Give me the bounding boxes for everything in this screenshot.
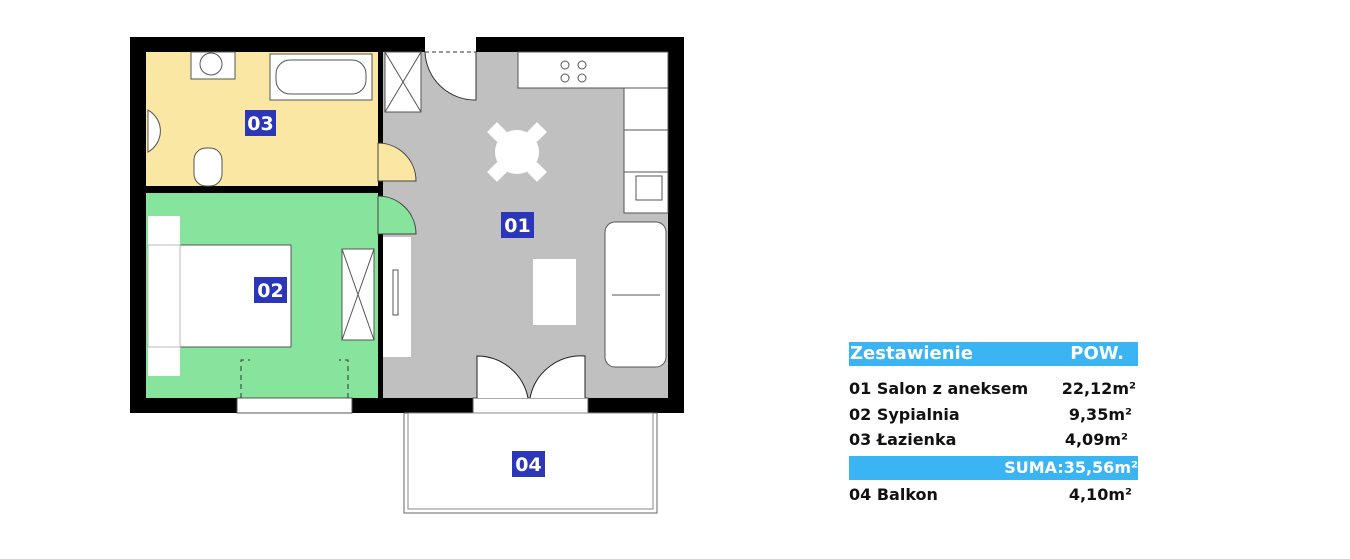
summary-title: Zestawienie bbox=[850, 343, 973, 364]
stove-icon bbox=[560, 60, 587, 83]
toilet bbox=[193, 147, 223, 187]
room-label-02: 02 bbox=[257, 280, 283, 302]
bedroom-window bbox=[236, 397, 353, 414]
entrance-door-swing bbox=[424, 51, 477, 101]
washbasin bbox=[147, 109, 161, 153]
room-name: 03 Łazienka bbox=[849, 430, 957, 449]
summary-row-balcony: 04 Balkon 4,10m² bbox=[849, 482, 1138, 508]
sink bbox=[635, 175, 663, 201]
nightstand-top bbox=[148, 216, 180, 245]
room-area: 9,35m² bbox=[1068, 404, 1132, 424]
room-label-01: 01 bbox=[504, 215, 530, 237]
bathroom-door bbox=[377, 142, 417, 182]
summary-row: 03 Łazienka 4,09m² bbox=[849, 427, 1138, 453]
balcony-door bbox=[472, 397, 589, 414]
room-name: 01 Salon z aneksem bbox=[849, 379, 1029, 398]
entrance-door-gap bbox=[425, 37, 476, 52]
room-label-04: 04 bbox=[515, 454, 541, 476]
bedroom-door bbox=[377, 195, 417, 235]
summary-row: 02 Sypialnia 9,35m² bbox=[849, 402, 1138, 428]
room-area: 22,12m² bbox=[1061, 379, 1136, 398]
kitchen-counter-top bbox=[517, 51, 669, 89]
room-area: 4,10m² bbox=[1068, 484, 1132, 504]
area-summary-table: Zestawienie POW. 01 Salon z aneksem 22,12… bbox=[849, 342, 1138, 507]
room-name: 02 Sypialnia bbox=[849, 404, 960, 424]
room-name: 04 Balkon bbox=[849, 484, 938, 504]
summary-header: Zestawienie POW. bbox=[849, 342, 1138, 366]
nightstand-bottom bbox=[148, 347, 180, 376]
coffee-table bbox=[533, 259, 576, 325]
room-label-03: 03 bbox=[247, 113, 273, 135]
summary-total: SUMA:35,56m² bbox=[849, 455, 1138, 480]
summary-area-header: POW. bbox=[1070, 343, 1124, 364]
room-area: 4,09m² bbox=[1064, 430, 1128, 449]
summary-row: 01 Salon z aneksem 22,12m² bbox=[849, 376, 1138, 402]
dining-table bbox=[487, 122, 547, 182]
